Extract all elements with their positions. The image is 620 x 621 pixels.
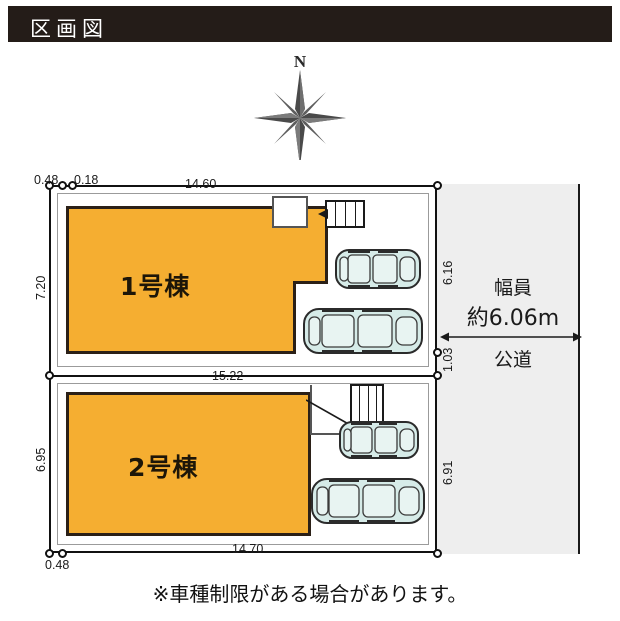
lot1-entrance-arrow-icon <box>318 209 328 219</box>
road-width-arrow-icon <box>440 332 582 342</box>
lot2-entrance-path <box>306 399 353 427</box>
survey-point <box>433 371 442 380</box>
dim-left-upper: 7.20 <box>34 275 48 300</box>
building-2-label: 2号棟 <box>128 453 199 482</box>
building-2-footprint[interactable] <box>66 392 311 536</box>
dim-right-lower: 6.91 <box>441 460 455 485</box>
road-right-boundary <box>578 184 580 554</box>
dim-top-left-b: 0.18 <box>74 173 99 187</box>
car-illustration <box>335 249 421 289</box>
survey-point <box>58 549 67 558</box>
compass-north-label: N <box>293 52 307 71</box>
site-plan-drawing: 1号棟 <box>0 160 620 572</box>
building-1-label: 1号棟 <box>120 272 191 301</box>
dim-middle-edge: 15.22 <box>212 369 244 383</box>
survey-point <box>433 181 442 190</box>
restriction-note: ※車種制限がある場合があります。 <box>152 582 468 606</box>
car-illustration <box>311 478 425 524</box>
dim-top-edge: 14.60 <box>185 177 217 191</box>
road-width-value: 約6.06m <box>466 306 560 331</box>
building-1-porch <box>272 196 308 228</box>
dim-bottom-edge: 14.70 <box>232 542 264 556</box>
road-width-label: 幅員 <box>493 277 532 299</box>
survey-point <box>68 181 77 190</box>
survey-point <box>45 181 54 190</box>
parcel-boundary <box>49 185 437 553</box>
survey-point <box>433 549 442 558</box>
compass-rose-icon <box>254 70 346 166</box>
survey-point <box>433 348 442 357</box>
car-illustration <box>303 308 423 354</box>
survey-point <box>45 549 54 558</box>
dim-left-lower: 6.95 <box>34 447 48 472</box>
car-illustration <box>339 421 419 459</box>
dim-top-left-a: 0.48 <box>34 173 59 187</box>
lot-divider-line <box>49 375 437 377</box>
survey-point <box>45 371 54 380</box>
lot1-setback-line <box>57 193 429 367</box>
survey-point <box>58 181 67 190</box>
road-type-label: 公道 <box>493 349 532 371</box>
public-road-area <box>437 184 579 554</box>
lot2-setback-line <box>57 383 429 545</box>
compass: N <box>252 52 348 166</box>
header-bar: 区画図 <box>8 6 612 42</box>
dim-bottom-left: 0.48 <box>45 558 70 572</box>
page-title: 区画図 <box>30 17 108 41</box>
